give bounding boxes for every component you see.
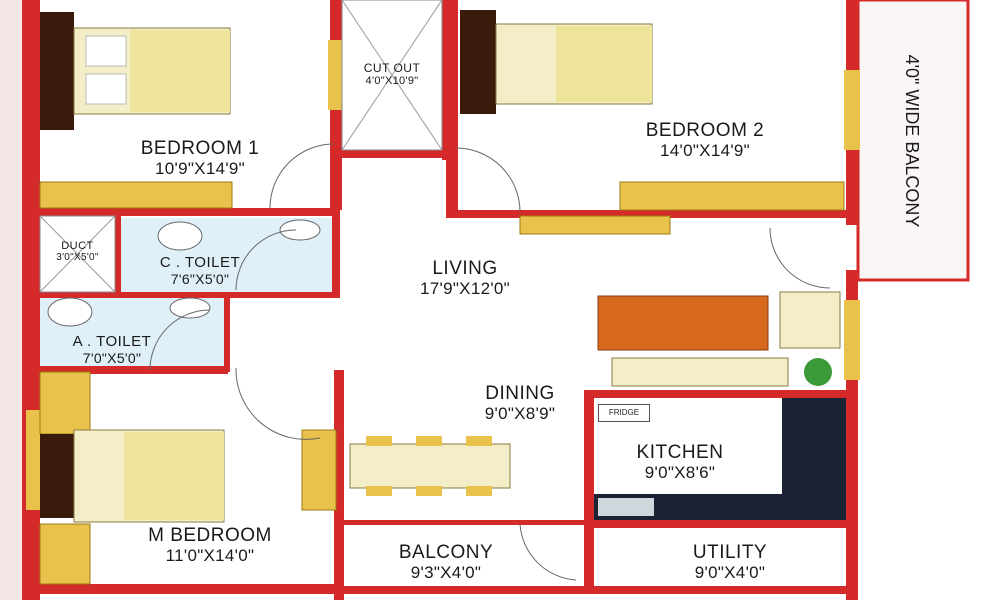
living-furniture bbox=[519, 215, 841, 387]
left-outer-wall bbox=[22, 0, 30, 600]
kitchen-label: KITCHEN 9'0"X8'6" bbox=[590, 442, 770, 482]
duct-label: DUCT 3'0"X5'0" bbox=[40, 240, 115, 264]
bedroom-1-dimensions: 10'9"X14'9" bbox=[155, 159, 245, 179]
bed-master bbox=[40, 429, 225, 523]
kitchen-name: KITCHEN bbox=[636, 442, 724, 463]
wide-balcony-label: 4'0" WIDE BALCONY bbox=[902, 54, 922, 228]
cutout-label: CUT OUT 4'0"X10'9" bbox=[344, 61, 440, 88]
kitchen-dimensions: 9'0"X8'6" bbox=[644, 463, 716, 483]
dining-dimensions: 9'0"X8'9" bbox=[484, 404, 556, 424]
living-dimensions: 17'9"X12'0" bbox=[420, 279, 510, 299]
living-label: LIVING 17'9"X12'0" bbox=[365, 258, 565, 298]
living-name: LIVING bbox=[432, 258, 498, 279]
a-toilet-label: A . TOILET 7'0"X5'0" bbox=[42, 333, 182, 366]
m-bedroom-name: M BEDROOM bbox=[148, 525, 272, 546]
fridge: FRIDGE bbox=[598, 404, 650, 422]
balcony-label: BALCONY 9'3"X4'0" bbox=[356, 542, 536, 582]
bedroom-1-name: BEDROOM 1 bbox=[140, 138, 260, 159]
c-toilet-name: C . TOILET bbox=[159, 254, 241, 271]
balcony-dimensions: 9'3"X4'0" bbox=[410, 563, 482, 583]
m-bedroom-label: M BEDROOM 11'0"X14'0" bbox=[100, 525, 320, 565]
c-toilet-dimensions: 7'6"X5'0" bbox=[170, 270, 230, 287]
cutout-name: CUT OUT bbox=[363, 61, 421, 75]
c-toilet-label: C . TOILET 7'6"X5'0" bbox=[125, 254, 275, 287]
duct-dimensions: 3'0"X5'0" bbox=[56, 252, 99, 264]
utility-dimensions: 9'0"X4'0" bbox=[694, 563, 766, 583]
left-edge bbox=[0, 0, 22, 600]
m-bedroom-dimensions: 11'0"X14'0" bbox=[165, 546, 255, 566]
duct-name: DUCT bbox=[61, 240, 94, 252]
bed-bedroom-1 bbox=[40, 12, 231, 130]
dining-set bbox=[301, 429, 511, 511]
dining-label: DINING 9'0"X8'9" bbox=[440, 383, 600, 423]
windows bbox=[26, 40, 860, 510]
dining-name: DINING bbox=[485, 383, 555, 404]
utility-name: UTILITY bbox=[692, 542, 768, 563]
toilet-fixtures bbox=[47, 219, 321, 327]
utility-label: UTILITY 9'0"X4'0" bbox=[640, 542, 820, 582]
wide-balcony-area bbox=[856, 0, 970, 282]
door-swings bbox=[149, 143, 831, 581]
a-toilet-dimensions: 7'0"X5'0" bbox=[82, 349, 142, 366]
a-toilet-name: A . TOILET bbox=[72, 333, 152, 350]
kitchen-counters bbox=[594, 398, 846, 520]
bedroom-2-label: BEDROOM 2 14'0"X14'9" bbox=[600, 120, 810, 160]
bedroom-1-label: BEDROOM 1 10'9"X14'9" bbox=[100, 138, 300, 178]
wardrobes bbox=[39, 181, 845, 585]
bed-bedroom-2 bbox=[460, 10, 653, 114]
cutout-dimensions: 4'0"X10'9" bbox=[365, 75, 419, 88]
balcony-name: BALCONY bbox=[398, 542, 494, 563]
bedroom-2-dimensions: 14'0"X14'9" bbox=[660, 141, 750, 161]
bedroom-2-name: BEDROOM 2 bbox=[645, 120, 765, 141]
